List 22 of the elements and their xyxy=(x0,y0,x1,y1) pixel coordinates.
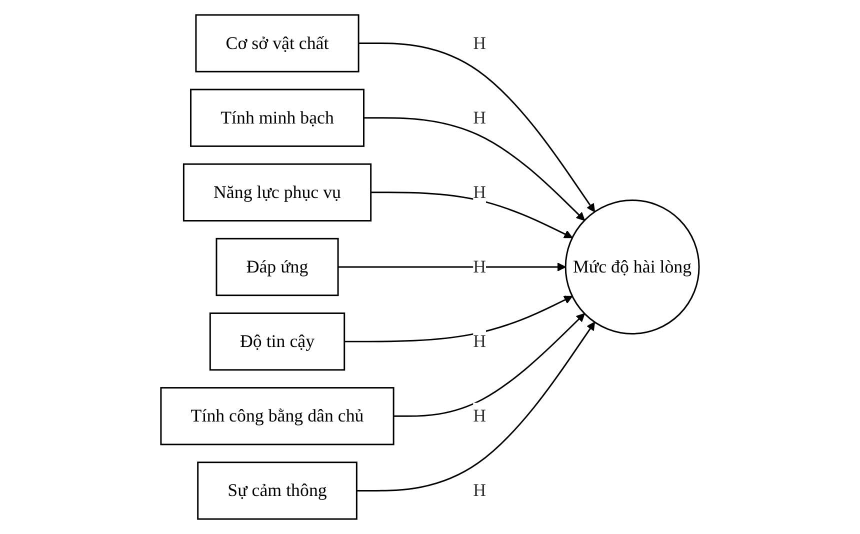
node-box: Tính minh bạch xyxy=(190,88,364,147)
edge-label: H xyxy=(473,406,486,426)
node-box: Năng lực phục vụ xyxy=(182,163,372,222)
edge-label: H xyxy=(473,331,486,352)
arrow xyxy=(358,42,596,212)
edge-label: H xyxy=(473,480,486,500)
node-box: Đáp ứng xyxy=(216,238,339,296)
edge-label: H xyxy=(473,256,486,276)
edge-label: H xyxy=(473,182,486,202)
edge-label: H xyxy=(473,107,486,128)
arrow xyxy=(344,296,573,342)
edge-label: H xyxy=(473,32,486,53)
arrow xyxy=(338,262,566,272)
node-box: Sự cảm thông xyxy=(197,462,358,520)
arrow xyxy=(356,322,596,492)
node-box: Độ tin cậy xyxy=(209,312,346,371)
node-box: Tính công bằng dân chủ xyxy=(160,387,394,446)
arrow xyxy=(370,192,573,238)
node-circle: Mức độ hài lòng xyxy=(564,200,700,334)
arrow xyxy=(394,313,585,417)
arrow xyxy=(364,117,585,221)
node-box: Cơ sở vật chất xyxy=(195,14,360,72)
